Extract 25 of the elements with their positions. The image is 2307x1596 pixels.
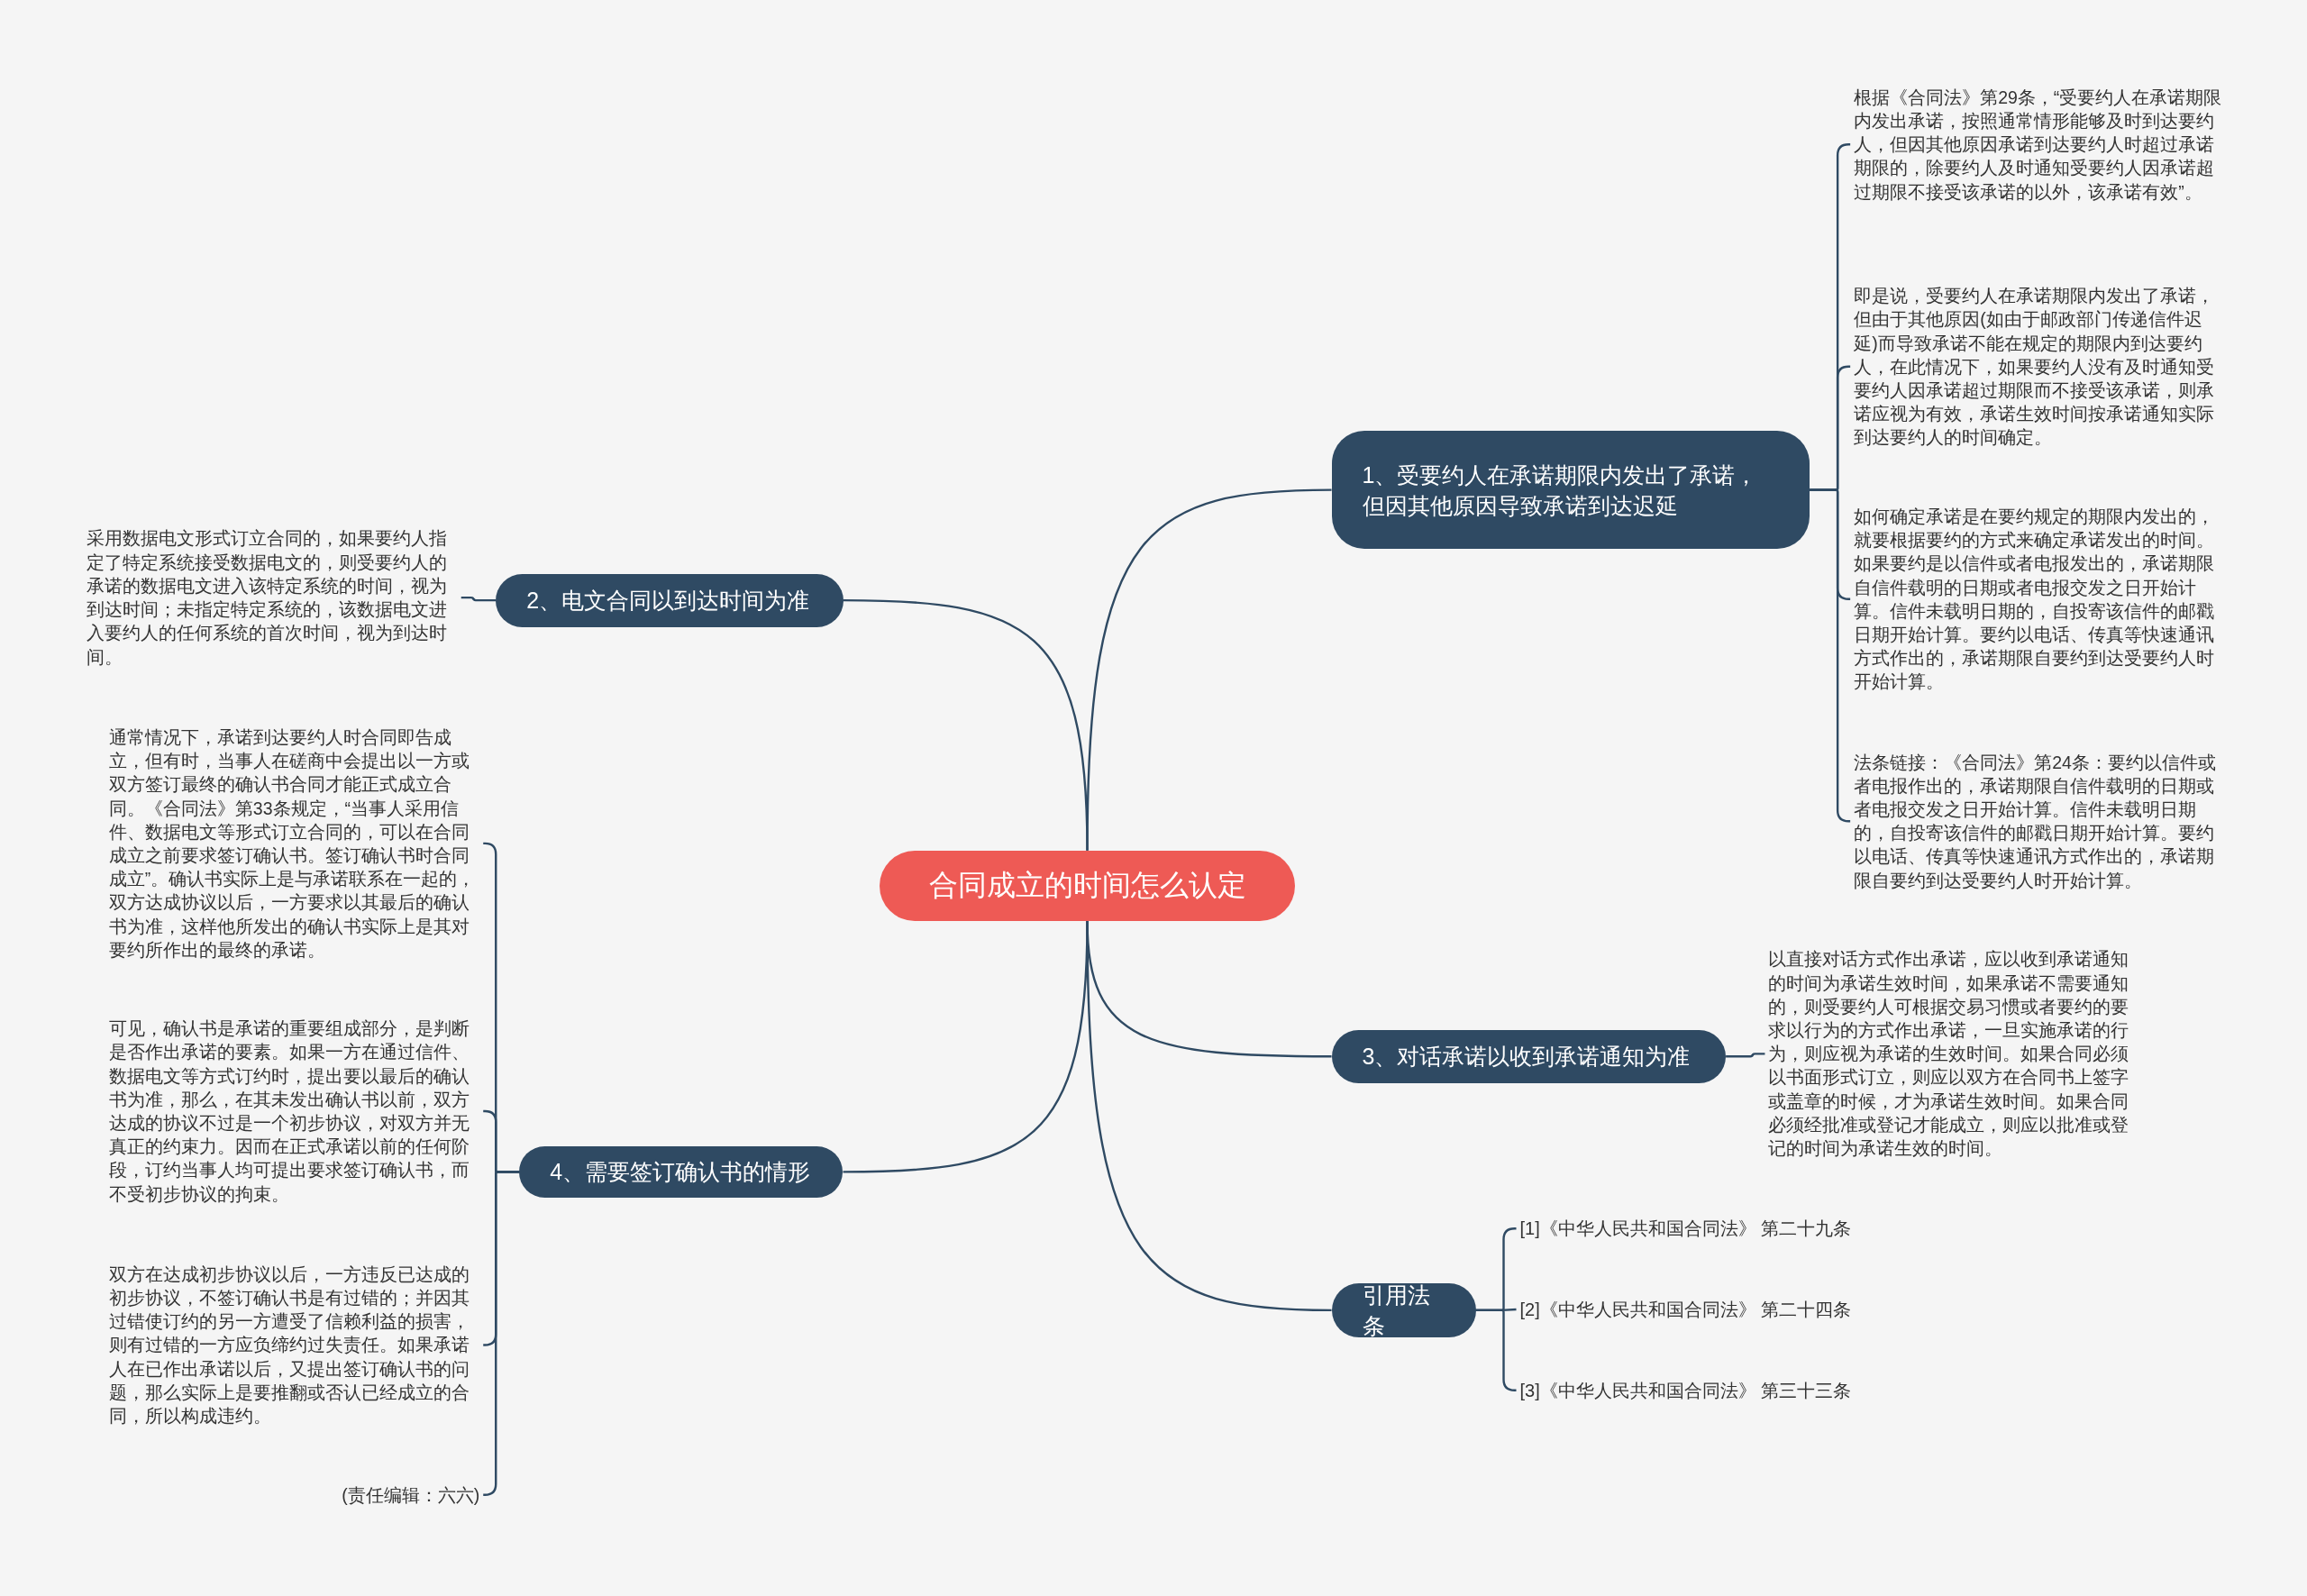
topic-box: 3、对话承诺以收到承诺通知为准 (1331, 1029, 1727, 1083)
reference-text: [2]《中华人民共和国合同法》 第二十四条 (1519, 1298, 1852, 1321)
note-text: 法条链接：《合同法》第24条：要约以信件或者电报作出的，承诺期限自信件载明的日期或者电报交发之日开始计算。信件未载明日期的，自投寄该信件的邮戳日期开始计算。要约以电话、传真等快速通讯方式作出的，承诺期限自要约到达受要约人时开始计算。 (1854, 750, 2225, 892)
note-text: 可见，确认书是承诺的重要组成部分，是判断是否作出承诺的要素。如果一方在通过信件、数据电文等方式订约时，提出要以最后的确认书为准，那么，在其未发出确认书以前，双方达成的协议不过是一个初步协议，对双方并无真正的约束力。因而在正式承诺以前的任何阶段，订约当事人均可提出要求签订确认书，而不受初步协议的拘束。 (108, 1017, 480, 1206)
connector-line (1475, 1309, 1517, 1391)
note-text: 如何确定承诺是在要约规定的期限内发出的，就要根据要约的方式来确定承诺发出的时间。如果要约是以信件或者电报发出的，承诺期限自信件载明的日期或者电报交发之日开始计算。信件未载明日期的，自投寄该信件的邮戳日期开始计算。要约以电话、传真等快速通讯方式作出的，承诺期限自要约到达受要约人时开始计算。 (1854, 505, 2225, 694)
reference-text: [3]《中华人民共和国合同法》 第三十三条 (1519, 1378, 1852, 1402)
topic-box: 4、需要签订确认书的情形 (519, 1145, 843, 1198)
note-text: 通常情况下，承诺到达要约人时合同即告成立，但有时，当事人在磋商中会提出以一方或双方签订最终的确认书合同才能正式成立合同。《合同法》第33条规定，“当事人采用信件、数据电文等形式订立合同的，可以在合同成立之前要求签订确认书。签订确认书时合同成立”。确认书实际上是与承诺联系在一起的，双方达成协议以后，一方要求以其最后的确认书为准，这样他所发出的确认书实际上是其对要约所作出的最终的承诺。 (108, 725, 480, 962)
central-topic: 合同成立的时间怎么认定 (880, 850, 1295, 922)
topic-box: 引用法条 (1331, 1282, 1476, 1338)
note-text: 根据《合同法》第29条，“受要约人在承诺期限内发出承诺，按照通常情形能够及时到达要约人，但因其他原因承诺到达要约人时超过承诺期限的，除要约人及时通知受要约人因承诺超过期限不接受该承诺的以外，该承诺有效”。 (1854, 85, 2225, 204)
note-text: (责任编辑：六六) (108, 1482, 480, 1507)
connector-line (460, 596, 497, 602)
note-text: 双方在达成初步协议以后，一方违反已达成的初步协议，不签订确认书是有过错的；并因其过错使订约的另一方遭受了信赖利益的损害，则有过错的一方应负缔约过失责任。如果承诺人在已作出承诺以后，又提出签订确认书的问题，那么实际上是要推翻或否认已经成立的合同，所以构成违约。 (108, 1262, 480, 1428)
reference-text: [1]《中华人民共和国合同法》 第二十九条 (1519, 1217, 1852, 1241)
note-text: 采用数据电文形式订立合同的，如果要约人指定了特定系统接受数据电文的，则受要约人的承诺的数据电文进入该特定系统的时间，视为到达时间；未指定特定系统的，该数据电文进入要约人的任何系统的首次时间，视为到达时间。 (87, 526, 458, 669)
connector-line (483, 1171, 520, 1496)
connector-line (843, 598, 1089, 851)
connector-line (1086, 921, 1332, 1312)
topic-box: 2、电文合同以到达时间为准 (496, 573, 843, 627)
connector-line (1810, 488, 1851, 823)
topic-box: 1、受要约人在承诺期限内发出了承诺，但因其他原因导致承诺到达迟延 (1331, 431, 1810, 549)
note-text: 即是说，受要约人在承诺期限内发出了承诺，但由于其他原因(如由于邮政部门传递信件迟延)而导致承诺不能在规定的期限内到达要约人，在此情况下，如果要约人没有及时通知受要约人因承诺超过期限而不接受该承诺，则承诺应视为有效，承诺生效时间按承诺通知实际到达要约人的时间确定。 (1854, 284, 2225, 450)
note-text: 以直接对话方式作出承诺，应以收到承诺通知的时间为承诺生效时间，如果承诺不需要通知的，则受要约人可根据交易习惯或者要约的要求以行为的方式作出承诺，一旦实施承诺的行为，则应视为承诺的生效时间。如果合同必须以书面形式订立，则应以双方在合同书上签字或盖章的时候，才为承诺生效时间。如果合同必须经批准或登记才能成立，则应以批准或登记的时间为承诺生效的时间。 (1768, 947, 2139, 1161)
